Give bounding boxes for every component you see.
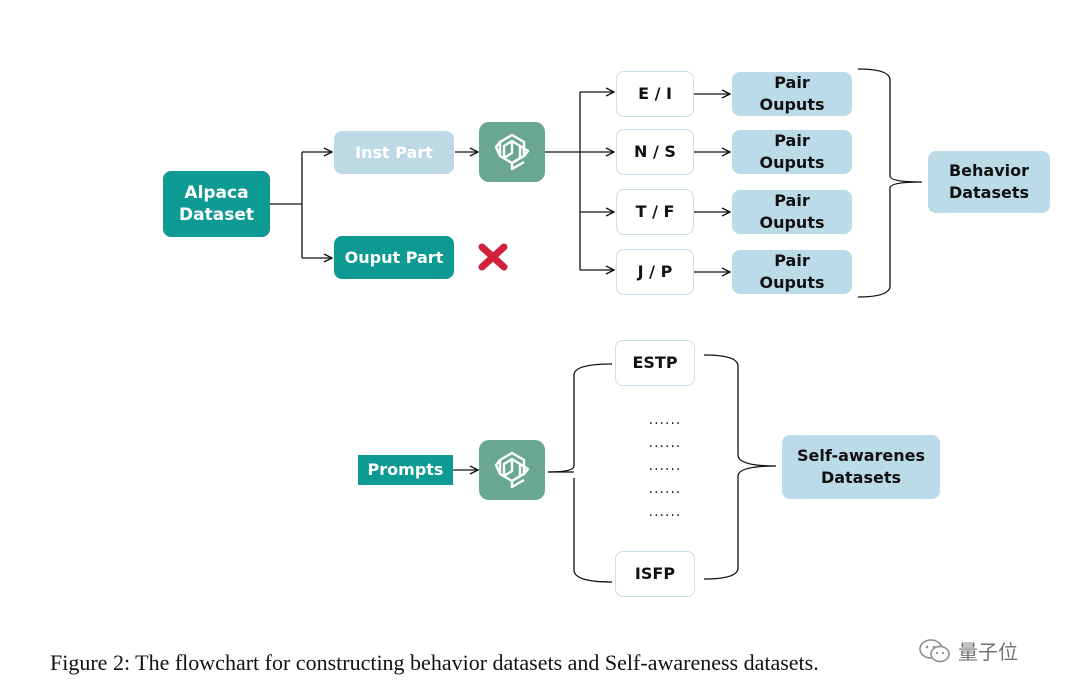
personality-box-estp: ESTP: [615, 340, 695, 386]
openai-logo-icon: [494, 451, 530, 489]
behavior-datasets-node: Behavior Datasets: [928, 151, 1050, 213]
type-box-ei: E / I: [616, 71, 694, 117]
pair-outputs-1: Pair Ouputs: [732, 72, 852, 116]
output-part-node: Ouput Part: [334, 236, 454, 279]
pair-outputs-3: Pair Ouputs: [732, 190, 852, 234]
figure-caption: Figure 2: The flowchart for constructing…: [50, 650, 819, 675]
red-x-icon: [478, 243, 508, 271]
ellipsis-2: ......: [648, 435, 682, 451]
openai-logo-icon: [494, 133, 530, 171]
chatgpt-icon-bottom: [479, 440, 545, 500]
inst-part-node: Inst Part: [334, 131, 454, 174]
pair-outputs-4: Pair Ouputs: [732, 250, 852, 294]
type-box-jp: J / P: [616, 249, 694, 295]
watermark: 量子位: [918, 636, 1018, 665]
pair-outputs-2: Pair Ouputs: [732, 130, 852, 174]
watermark-text: 量子位: [958, 640, 1018, 664]
ellipsis-5: ......: [648, 504, 682, 520]
prompts-node: Prompts: [358, 455, 453, 485]
alpaca-dataset-node: Alpaca Dataset: [163, 171, 270, 237]
ellipsis-4: ......: [648, 481, 682, 497]
self-awareness-datasets-node: Self-awarenes Datasets: [782, 435, 940, 499]
type-box-tf: T / F: [616, 189, 694, 235]
ellipsis-3: ......: [648, 458, 682, 474]
type-box-ns: N / S: [616, 129, 694, 175]
wechat-icon: [919, 638, 950, 662]
chatgpt-icon-top: [479, 122, 545, 182]
ellipsis-1: ......: [648, 412, 682, 428]
personality-box-isfp: ISFP: [615, 551, 695, 597]
